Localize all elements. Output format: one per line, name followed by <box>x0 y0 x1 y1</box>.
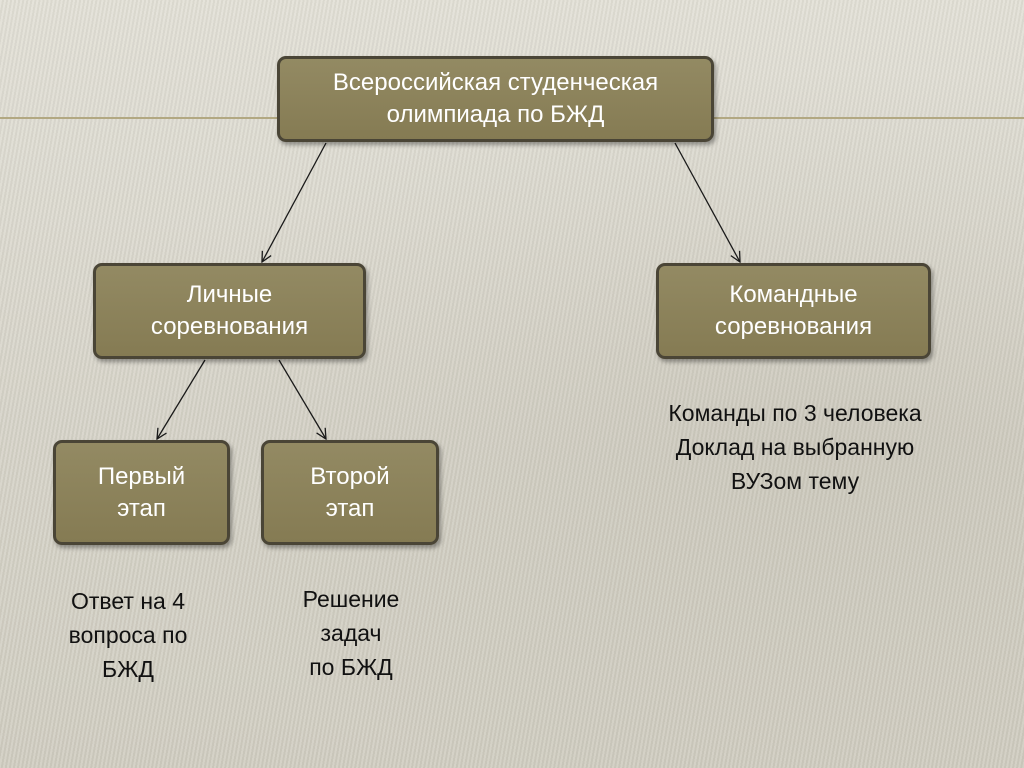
node-root-line1: Всероссийская студенческая <box>332 69 659 96</box>
node-stage2-line1: Второй <box>310 462 390 490</box>
arrow-root-to-team <box>674 142 740 262</box>
note-stage2-line2: задач <box>320 620 382 646</box>
node-team-line1: Командные <box>729 281 858 308</box>
node-stage2-label: Второй этап <box>310 461 389 525</box>
node-stage2-line2: этап <box>325 494 375 522</box>
node-second-stage: Второй этап <box>261 440 439 545</box>
note-team-line3: ВУЗом тему <box>730 468 860 494</box>
note-team-competitions: Команды по 3 человека Доклад на выбранну… <box>620 396 970 498</box>
note-team-line1: Команды по 3 человека <box>668 400 922 426</box>
note-stage2-line1: Решение <box>302 586 400 612</box>
node-stage1-line1: Первый <box>97 462 186 490</box>
decorative-line-right <box>712 117 1024 119</box>
node-root: Всероссийская студенческая олимпиада по … <box>277 56 714 142</box>
node-personal-competitions: Личные соревнования <box>93 263 366 359</box>
node-first-stage: Первый этап <box>53 440 230 545</box>
note-stage1-line2: вопроса по <box>68 622 188 648</box>
arrow-root-to-personal <box>262 142 327 262</box>
note-team-line2: Доклад на выбранную <box>675 434 915 460</box>
note-stage2-line3: по БЖД <box>309 654 393 680</box>
note-first-stage: Ответ на 4 вопроса по БЖД <box>38 584 218 686</box>
decorative-line-left <box>0 117 280 119</box>
note-stage1-line3: БЖД <box>102 656 154 682</box>
arrow-personal-to-stage1 <box>157 359 206 439</box>
node-root-label: Всероссийская студенческая олимпиада по … <box>333 67 658 131</box>
node-team-line2: соревнования <box>714 313 873 340</box>
node-personal-label: Личные соревнования <box>151 279 308 343</box>
node-team-label: Командные соревнования <box>715 279 872 343</box>
node-stage1-line2: этап <box>117 494 166 522</box>
node-stage1-label: Первый этап <box>98 461 185 525</box>
node-personal-line2: соревнования <box>150 313 309 340</box>
note-stage1-line1: Ответ на 4 <box>70 588 185 614</box>
node-personal-line1: Личные <box>186 281 273 308</box>
arrow-personal-to-stage2 <box>278 359 326 439</box>
note-second-stage: Решение задач по БЖД <box>271 582 431 684</box>
node-root-line2: олимпиада по БЖД <box>386 101 605 128</box>
node-team-competitions: Командные соревнования <box>656 263 931 359</box>
